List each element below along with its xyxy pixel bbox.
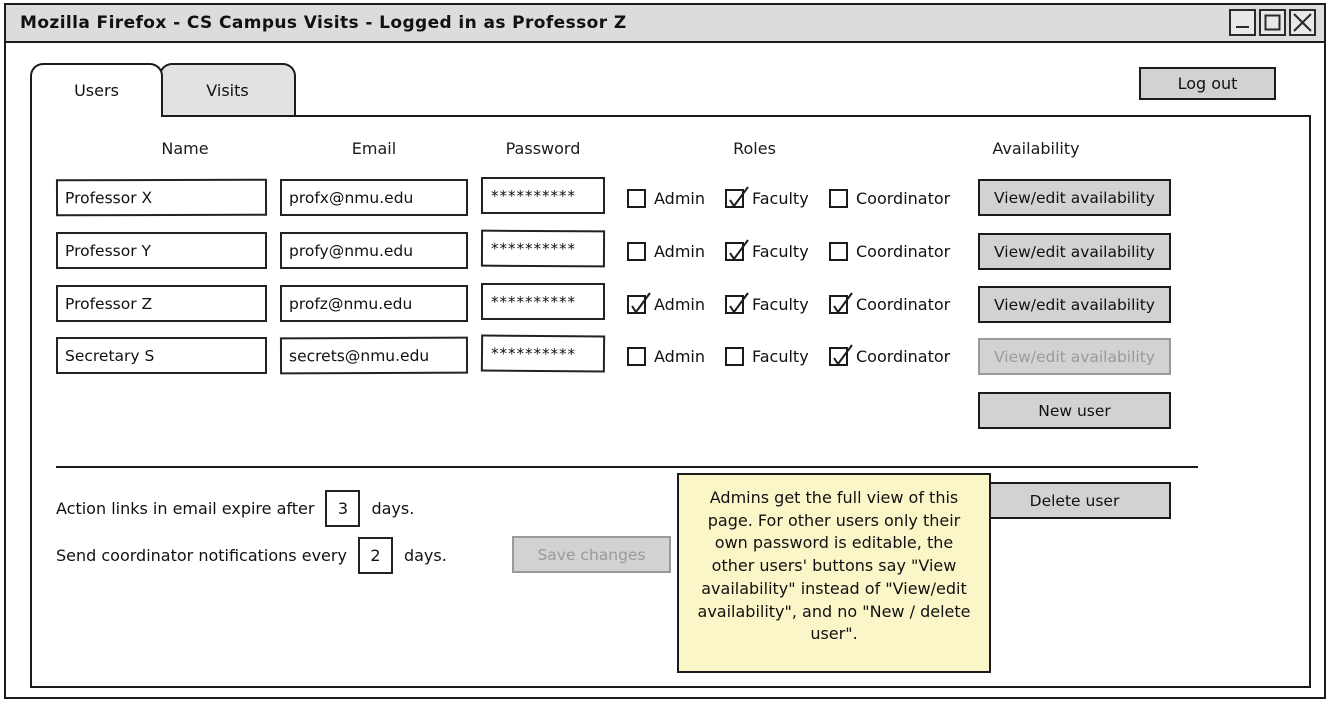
column-header-availability: Availability — [992, 139, 1080, 158]
role-faculty-checkbox[interactable]: Faculty — [725, 239, 809, 261]
name-input[interactable]: Professor Z — [56, 285, 267, 322]
role-admin-checkbox[interactable]: Admin — [627, 292, 705, 314]
role-faculty-label: Faculty — [752, 242, 809, 261]
role-faculty-checkbox[interactable]: Faculty — [725, 347, 809, 366]
view-edit-availability-button[interactable]: View/edit availability — [978, 179, 1171, 216]
tab-visits-label: Visits — [206, 80, 249, 100]
expire-suffix-label: days. — [371, 499, 415, 518]
column-header-roles: Roles — [733, 139, 776, 158]
column-header-password: Password — [505, 139, 581, 158]
role-coordinator-checkbox[interactable]: Coordinator — [829, 189, 950, 208]
role-faculty-label: Faculty — [752, 189, 809, 208]
role-admin-label: Admin — [654, 347, 705, 366]
window-controls — [1229, 9, 1316, 36]
delete-user-button[interactable]: Delete user — [978, 482, 1171, 519]
checkbox-box — [725, 292, 749, 314]
users-panel: Name Email Password Roles Availability P… — [30, 115, 1311, 688]
checkbox-box — [725, 347, 744, 366]
availability-label: View/edit availability — [994, 188, 1155, 207]
title-bar: Mozilla Firefox - CS Campus Visits - Log… — [6, 5, 1324, 43]
save-changes-button: Save changes — [512, 536, 671, 573]
column-header-email: Email — [351, 139, 397, 158]
email-input[interactable]: profy@nmu.edu — [280, 232, 468, 269]
role-admin-label: Admin — [654, 295, 705, 314]
name-input[interactable]: Professor Y — [56, 232, 267, 269]
checkbox-box — [829, 292, 853, 314]
checkbox-box — [725, 239, 749, 261]
tab-bar: Users Visits — [30, 63, 1310, 117]
role-faculty-label: Faculty — [752, 295, 809, 314]
role-coordinator-label: Coordinator — [856, 295, 951, 314]
new-user-label: New user — [1038, 401, 1111, 420]
role-faculty-checkbox[interactable]: Faculty — [725, 292, 809, 314]
window-title: Mozilla Firefox - CS Campus Visits - Log… — [20, 13, 627, 33]
name-input[interactable]: Professor X — [55, 178, 268, 217]
role-faculty-label: Faculty — [752, 347, 809, 366]
checkbox-box — [829, 242, 848, 261]
role-admin-checkbox[interactable]: Admin — [627, 189, 705, 208]
email-input[interactable]: profx@nmu.edu — [280, 179, 468, 216]
name-input[interactable]: Secretary S — [56, 337, 267, 374]
role-coordinator-checkbox[interactable]: Coordinator — [829, 292, 951, 314]
view-edit-availability-button[interactable]: View/edit availability — [978, 233, 1171, 270]
column-header-name: Name — [161, 139, 209, 158]
checkbox-box — [829, 344, 853, 366]
tab-users[interactable]: Users — [30, 63, 163, 115]
maximize-icon[interactable] — [1259, 9, 1286, 36]
role-admin-label: Admin — [654, 242, 705, 261]
browser-window: Mozilla Firefox - CS Campus Visits - Log… — [4, 3, 1326, 699]
save-changes-label: Save changes — [537, 545, 646, 564]
availability-label: View/edit availability — [994, 295, 1155, 314]
role-admin-label: Admin — [654, 189, 705, 208]
checkbox-box — [829, 189, 848, 208]
tab-visits[interactable]: Visits — [159, 63, 296, 115]
notify-setting-row: Send coordinator notifications every 2 d… — [56, 537, 447, 574]
role-coordinator-label: Coordinator — [856, 242, 951, 261]
availability-label: View/edit availability — [994, 242, 1155, 261]
new-user-button[interactable]: New user — [978, 392, 1171, 429]
role-faculty-checkbox[interactable]: Faculty — [725, 186, 809, 208]
checkbox-box — [627, 347, 646, 366]
sticky-note-text: Admins get the full view of this page. F… — [697, 488, 971, 644]
email-input[interactable]: secrets@nmu.edu — [279, 336, 469, 375]
section-divider — [56, 466, 1198, 468]
password-input[interactable]: ********** — [480, 334, 606, 373]
password-input[interactable]: ********** — [480, 229, 606, 268]
role-coordinator-checkbox[interactable]: Coordinator — [829, 344, 951, 366]
view-availability-button-disabled: View/edit availability — [978, 338, 1171, 375]
active-tab-joint — [32, 113, 161, 119]
delete-user-label: Delete user — [1029, 491, 1120, 510]
expire-days-input[interactable]: 3 — [325, 490, 361, 527]
availability-label: View/edit availability — [994, 347, 1155, 366]
view-edit-availability-button[interactable]: View/edit availability — [978, 286, 1171, 323]
role-coordinator-label: Coordinator — [856, 189, 951, 208]
logout-button[interactable]: Log out — [1139, 67, 1276, 100]
expire-prefix-label: Action links in email expire after — [56, 499, 315, 518]
checkbox-box — [627, 189, 646, 208]
email-input[interactable]: profz@nmu.edu — [280, 285, 468, 322]
checkbox-box — [725, 186, 749, 208]
checkbox-box — [627, 242, 646, 261]
tab-users-label: Users — [74, 80, 119, 100]
logout-label: Log out — [1177, 74, 1238, 93]
minimize-icon[interactable] — [1229, 9, 1256, 36]
notify-days-input[interactable]: 2 — [357, 537, 393, 574]
notify-prefix-label: Send coordinator notifications every — [56, 546, 347, 565]
role-admin-checkbox[interactable]: Admin — [627, 242, 705, 261]
password-input[interactable]: ********** — [481, 177, 605, 214]
notify-suffix-label: days. — [403, 546, 447, 565]
close-icon[interactable] — [1289, 9, 1316, 36]
role-coordinator-label: Coordinator — [856, 347, 951, 366]
password-input[interactable]: ********** — [481, 283, 605, 320]
role-coordinator-checkbox[interactable]: Coordinator — [829, 242, 950, 261]
checkbox-box — [627, 292, 651, 314]
role-admin-checkbox[interactable]: Admin — [627, 347, 705, 366]
expire-setting-row: Action links in email expire after 3 day… — [56, 490, 414, 527]
sticky-note: Admins get the full view of this page. F… — [677, 473, 991, 673]
